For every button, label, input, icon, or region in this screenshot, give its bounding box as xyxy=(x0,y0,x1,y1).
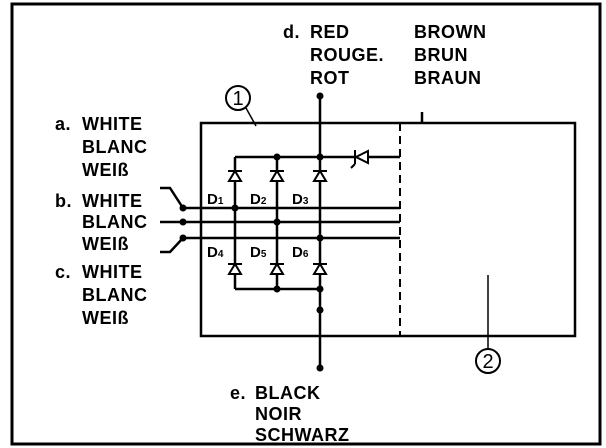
unit-housing xyxy=(199,121,577,338)
terminal-c-label: c. WHITE BLANC WEIß xyxy=(55,262,148,328)
control-diode-symbol xyxy=(350,149,369,169)
rectifier-marker: 1 xyxy=(225,85,257,127)
svg-text:WHITE: WHITE xyxy=(82,191,143,211)
svg-text:a.: a. xyxy=(55,114,71,134)
terminal-d-label: d. RED ROUGE. ROT xyxy=(283,22,384,88)
svg-text:WHITE: WHITE xyxy=(82,114,143,134)
diode-label-d6: D6 xyxy=(292,244,309,261)
svg-text:b.: b. xyxy=(55,191,72,211)
diode-label-d2: D2 xyxy=(250,191,267,208)
svg-text:2: 2 xyxy=(482,351,493,373)
diode-label-d1: D1 xyxy=(207,191,224,208)
terminal-brown-label: BROWN BRUN BRAUN xyxy=(414,22,487,88)
svg-text:SCHWARZ: SCHWARZ xyxy=(255,425,350,445)
diode-d3-symbol xyxy=(312,170,328,182)
svg-text:BLANC: BLANC xyxy=(82,137,148,157)
svg-text:RED: RED xyxy=(310,22,350,42)
svg-text:ROUGE.: ROUGE. xyxy=(310,45,384,65)
diode-d2-symbol xyxy=(269,170,285,182)
diode-label-d5: D5 xyxy=(250,244,267,261)
terminal-b-label: b. WHITE BLANC WEIß xyxy=(55,191,148,254)
diode-d4-symbol xyxy=(227,263,243,275)
svg-text:BLANC: BLANC xyxy=(82,285,148,305)
svg-text:WEIß: WEIß xyxy=(82,308,129,328)
diode-d6-symbol xyxy=(312,263,328,275)
svg-text:BRAUN: BRAUN xyxy=(414,68,482,88)
terminal-e-label: e. BLACK NOIR SCHWARZ xyxy=(230,383,350,445)
svg-text:e.: e. xyxy=(230,383,246,403)
regulator-marker: 2 xyxy=(475,275,501,374)
svg-text:BROWN: BROWN xyxy=(414,22,487,42)
svg-text:1: 1 xyxy=(232,88,243,110)
svg-text:BLACK: BLACK xyxy=(255,383,321,403)
bridge-wiring xyxy=(160,96,424,368)
svg-text:BRUN: BRUN xyxy=(414,45,468,65)
diode-label-d3: D3 xyxy=(292,191,309,208)
diode-label-d4: D4 xyxy=(207,244,224,261)
diode-d5-symbol xyxy=(269,263,285,275)
svg-text:d.: d. xyxy=(283,22,300,42)
svg-text:BLANC: BLANC xyxy=(82,212,148,232)
outer-frame xyxy=(10,2,602,446)
svg-text:WHITE: WHITE xyxy=(82,262,143,282)
svg-text:NOIR: NOIR xyxy=(255,404,302,424)
terminal-a-label: a. WHITE BLANC WEIß xyxy=(55,114,148,180)
junction-dots xyxy=(179,92,324,372)
svg-text:ROT: ROT xyxy=(310,68,350,88)
diode-d1-symbol xyxy=(227,170,243,182)
svg-text:c.: c. xyxy=(55,262,71,282)
svg-text:WEIß: WEIß xyxy=(82,234,129,254)
svg-text:WEIß: WEIß xyxy=(82,160,129,180)
